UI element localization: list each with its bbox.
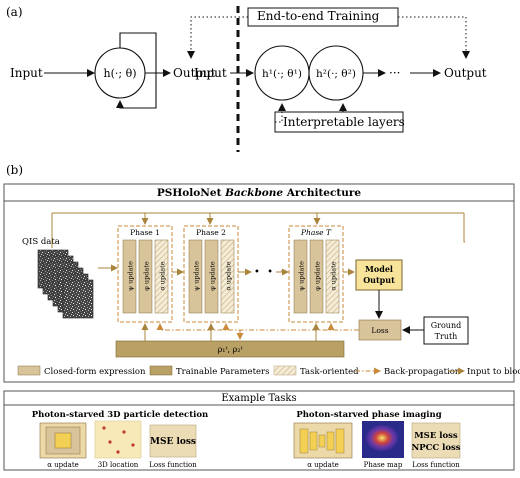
phase-1-phi-update [138,239,153,314]
phase-1-label: Phase 1 [130,228,160,237]
legend-input-label: Input to block [467,367,520,377]
phase-1-psi-update [122,239,137,314]
legend-task-oriented-swatch [273,365,297,376]
task2-title: Photon-starved phase imaging [296,410,441,420]
phase-2-block: Phase 2 ψ update φ update α update [183,225,239,323]
ground-truth-line2: Truth [435,332,458,341]
left-input-label: Input [10,66,43,80]
task2-caption-phase: Phase map [364,461,403,469]
ground-truth-box [423,316,469,345]
middle-dots: • • • [254,267,288,278]
phase-T-label: Phase T [300,228,332,237]
phase-1-phi-label: φ update [143,261,151,291]
phase-1-psi-label: ψ update [127,261,135,291]
particle-dot [108,440,112,444]
panel-b-label: (b) [6,163,23,177]
task2-caption-alpha: α update [307,461,339,469]
trainable-params-label: ρ₁ᵗ, ρ₂ᵗ [218,345,243,354]
example-tasks-frame [3,390,515,471]
right-input-label: Input [194,66,227,80]
legend: Closed-form expression Trainable Paramet… [17,365,520,377]
unet-layer [326,431,335,451]
legend-task-oriented-label: Task-oriented [300,367,359,377]
network-node-h-label: h(·; θ) [104,67,137,80]
unet-layer [299,428,309,454]
phase-T-alpha-label: α update [330,261,338,290]
end-to-end-training-label: End-to-end Training [257,9,380,23]
phase-T-phi-update [309,239,324,314]
phase-2-alpha-update [220,239,235,314]
ground-truth-line1: Ground [431,321,461,330]
task1-caption-alpha: α update [47,461,79,469]
example-tasks-title: Example Tasks [221,393,296,404]
phase-2-alpha-label: α update [225,261,233,290]
model-output-line1: Model [365,264,393,274]
input-right-line [463,213,465,243]
layer-dots: ··· [389,66,400,80]
qis-frame-6 [62,279,94,319]
task1-title: Photon-starved 3D particle detection [32,410,208,420]
phase-T-psi-update [293,239,308,314]
phase-T-phi-label: φ update [314,261,322,291]
qis-data-label: QIS data [22,237,60,247]
phase-T-frame [288,225,344,323]
particle-dot [131,443,135,447]
task1-alpha-update-core [54,432,72,449]
recurrent-loop-arrow [116,32,157,109]
unet-layer [318,434,326,448]
panel-a-label: (a) [6,5,23,19]
particle-dot [122,430,126,434]
phase-T-alpha-update [325,239,340,314]
particle-dot [116,450,120,454]
loss-label: Loss [371,326,388,335]
phase-1-alpha-update [154,239,169,314]
phase-2-label: Phase 2 [196,228,226,237]
phase-T-block: Phase T ψ update φ update α update [288,225,344,323]
backbone-title: PSHoloNet Backbone Architecture [157,187,361,199]
particle-dot [102,426,106,430]
task2-loss-line1: MSE loss [414,431,458,441]
layer-node-h1-label: h¹(·; θ¹) [262,68,302,80]
legend-trainable-swatch [149,365,173,376]
phase-2-phi-update [204,239,219,314]
right-output-label: Output [444,66,487,80]
backbone-frame [3,183,515,383]
layer-node-h2-label: h²(·; θ²) [316,68,356,80]
phase-1-frame [117,225,173,323]
unet-layer [309,431,318,451]
task1-loss-box [149,424,197,458]
phase-2-phi-label: φ update [209,261,217,291]
task2-caption-loss: Loss function [412,461,460,469]
legend-closed-form-swatch [17,365,41,376]
unet-layer [335,428,345,454]
interpretable-arrow-left [275,103,286,123]
task1-caption-loss: Loss function [149,461,197,469]
phase-2-psi-label: ψ update [193,261,201,291]
trainable-params-bar [115,340,345,358]
phase-T-psi-label: ψ update [298,261,306,291]
phase-1-block: Phase 1 ψ update φ update α update [117,225,173,323]
task2-loss-box [411,422,461,459]
model-output-line2: Output [363,275,395,285]
left-output-label: Output [173,66,216,80]
legend-backprop-label: Back-propagation [384,367,461,377]
legend-closed-form-label: Closed-form expression [44,367,146,377]
task2-loss-line2: NPCC loss [411,443,460,453]
training-arrow-left [187,16,248,59]
task1-loss-label: MSE loss [150,437,196,447]
phase-map-blob [366,425,398,451]
phase-2-frame [183,225,239,323]
phase-1-alpha-label: α update [159,261,167,290]
task1-caption-location: 3D location [98,461,139,469]
training-arrow-right [398,16,470,59]
legend-trainable-label: Trainable Parameters [176,367,269,377]
interpretable-layers-label: Interpretable layers [283,115,405,129]
phase-2-psi-update [188,239,203,314]
